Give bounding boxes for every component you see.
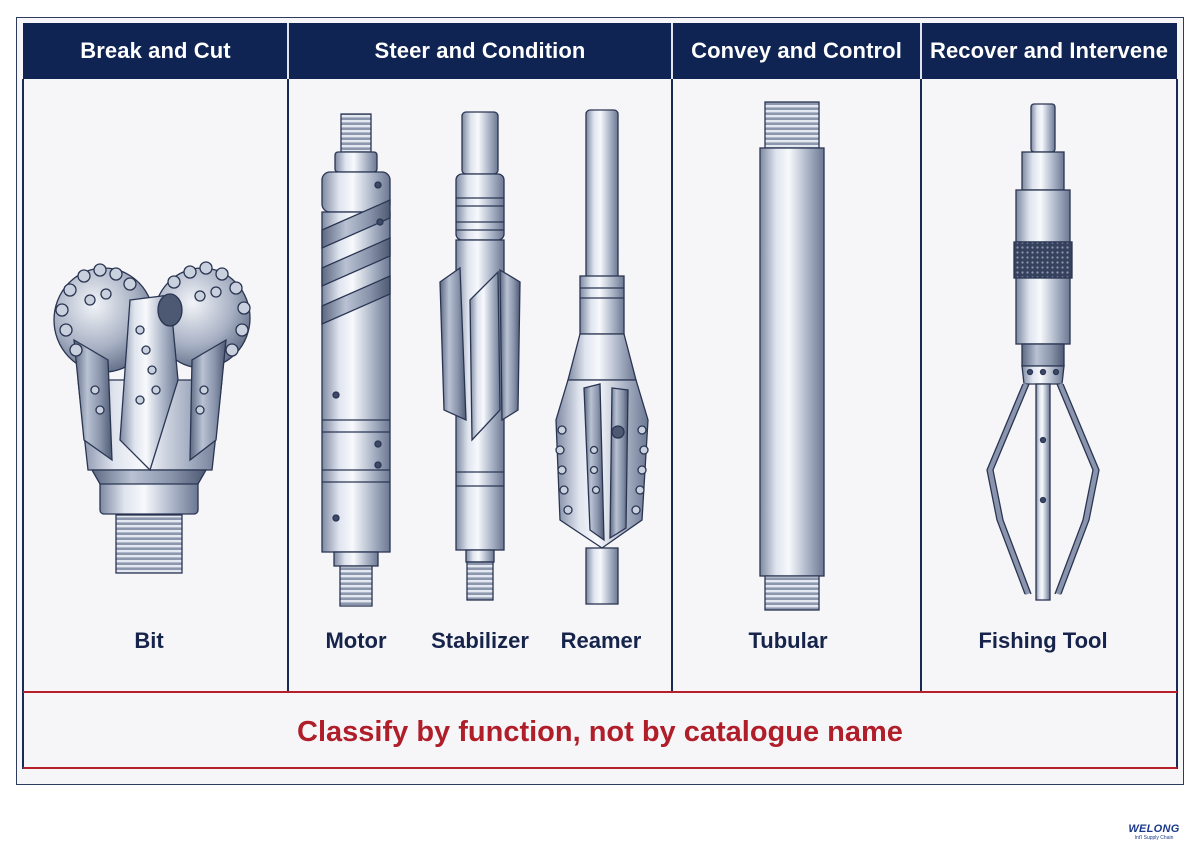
column-divider	[920, 23, 922, 691]
banner-top-rule	[23, 691, 1177, 693]
column-header-convey-and-control: Convey and Control	[691, 38, 902, 63]
stabilizer-illustration	[439, 111, 521, 601]
reamer-illustration	[555, 109, 649, 605]
column-header-steer-and-condition: Steer and Condition	[374, 38, 586, 63]
column-header-recover-and-intervene: Recover and Intervene	[929, 38, 1169, 63]
tool-label-tubular: Tubular	[748, 628, 828, 653]
welong-logo: WELONG Int'l Supply Chain	[1118, 823, 1190, 845]
column-divider	[671, 23, 673, 691]
tool-label-stabilizer: Stabilizer	[431, 628, 529, 653]
fishing-tool-illustration	[986, 103, 1100, 601]
panel-border-left	[22, 79, 24, 769]
header-divider	[671, 23, 673, 79]
tool-label-motor: Motor	[325, 628, 387, 653]
bit-illustration	[53, 261, 251, 574]
header-divider	[920, 23, 922, 79]
classification-banner: Classify by function, not by catalogue n…	[297, 715, 903, 748]
header-bar	[23, 23, 1177, 79]
tool-label-bit: Bit	[134, 628, 164, 653]
banner-bottom-rule	[23, 767, 1177, 769]
logo-tagline: Int'l Supply Chain	[1134, 835, 1174, 841]
tubular-illustration	[759, 101, 825, 611]
logo-wordmark: WELONG	[1128, 823, 1180, 835]
panel-border-right	[1176, 79, 1178, 769]
tool-label-fishing-tool: Fishing Tool	[978, 628, 1108, 653]
motor-illustration	[321, 113, 391, 607]
column-divider	[287, 23, 289, 691]
header-divider	[287, 23, 289, 79]
column-header-break-and-cut: Break and Cut	[80, 38, 231, 63]
tool-label-reamer: Reamer	[560, 628, 642, 653]
